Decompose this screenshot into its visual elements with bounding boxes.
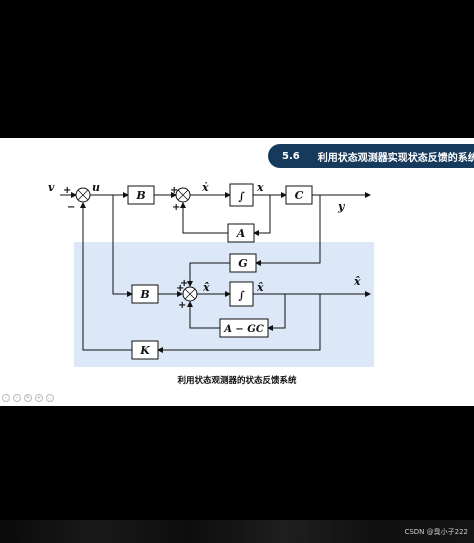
slide: 5.6 利用状态观测器实现状态反馈的系统 xyxy=(0,138,474,406)
wire-agc-sum3 xyxy=(187,301,220,329)
section-number: 5.6 xyxy=(282,150,300,162)
zoom-icon[interactable]: + xyxy=(35,394,43,402)
wire-xhat-agc xyxy=(267,294,286,331)
wire-x-a xyxy=(253,195,271,236)
label-b-bottom: B xyxy=(139,288,149,301)
signal-y: y xyxy=(337,200,346,213)
sign-sum3-plus-left: + xyxy=(176,283,184,294)
more-icon[interactable]: … xyxy=(46,394,54,402)
sign-sum2-plus-bottom: + xyxy=(172,202,180,213)
block-g xyxy=(229,253,257,273)
wire-y-g xyxy=(255,195,321,266)
signal-xhat-out: x̂ xyxy=(353,275,361,288)
next-slide-icon[interactable]: › xyxy=(13,394,21,402)
sign-sum3-plus-top: + xyxy=(180,278,188,289)
sign-sum1-plus: + xyxy=(63,185,71,196)
watermark: CSDN @臭小子222 xyxy=(404,528,468,536)
label-integrator-bottom: ∫ xyxy=(238,289,245,302)
block-b-bottom xyxy=(131,284,159,304)
sign-sum3-plus-bottom: + xyxy=(178,300,186,311)
slide-title-bar: 5.6 利用状态观测器实现状态反馈的系统 xyxy=(268,144,474,168)
observer-region xyxy=(74,242,374,367)
signal-x: x xyxy=(256,181,264,194)
signal-xhat: x̂ xyxy=(256,281,264,294)
label-g: G xyxy=(238,257,247,270)
signal-u: u xyxy=(92,181,100,194)
wire-u-bbottom xyxy=(112,195,133,297)
label-b-top: B xyxy=(135,189,145,202)
signal-xhat-dot: x̂̇ xyxy=(202,281,210,294)
pen-icon[interactable]: ✎ xyxy=(24,394,32,402)
sign-sum2-plus-left: + xyxy=(170,185,178,196)
wire-xhat-k xyxy=(157,294,321,353)
block-c xyxy=(285,185,313,205)
block-a-minus-gc xyxy=(219,318,269,338)
label-c: C xyxy=(295,189,304,202)
video-bottom-strip xyxy=(0,520,474,543)
signal-v: v xyxy=(48,181,55,194)
label-k: K xyxy=(139,344,150,357)
wire-a-sum2 xyxy=(180,202,228,234)
wire-k-sum1 xyxy=(80,202,132,351)
block-a xyxy=(227,223,255,243)
label-a-minus-gc: A − GC xyxy=(223,324,264,335)
section-title: 利用状态观测器实现状态反馈的系统 xyxy=(317,152,474,164)
prev-slide-icon[interactable]: ‹ xyxy=(2,394,10,402)
figure-caption: 利用状态观测器的状态反馈系统 xyxy=(177,376,297,386)
slide-controls: ‹ › ✎ + … xyxy=(2,394,54,404)
block-integrator-top xyxy=(229,183,254,207)
signal-xdot: ẋ xyxy=(201,181,209,194)
block-integrator-bottom xyxy=(229,281,254,307)
block-k xyxy=(131,340,159,360)
label-a: A xyxy=(236,227,246,240)
sign-sum1-minus: − xyxy=(67,202,75,213)
label-integrator-top: ∫ xyxy=(238,190,245,203)
wire-g-sum3 xyxy=(187,262,230,287)
block-b-top xyxy=(127,185,155,205)
block-diagram: B ∫ C A G B ∫ A − GC K v u ẋ x y x̂̇ x̂ … xyxy=(48,181,374,367)
